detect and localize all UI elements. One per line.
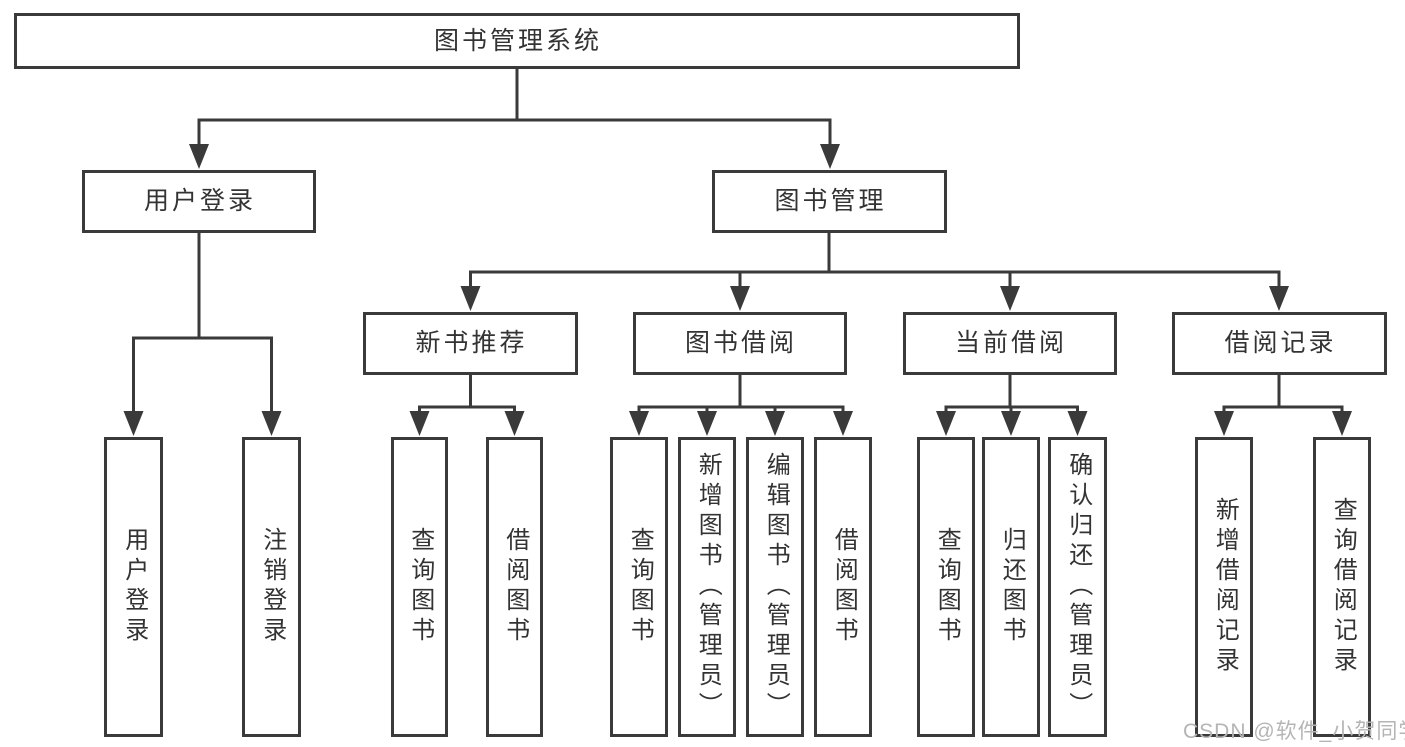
arrow-down-icon	[1067, 411, 1088, 436]
arrow-down-icon	[629, 411, 649, 436]
leaf-borrow-book-1: 借阅图书	[486, 437, 543, 737]
node-borrow-record-label: 借阅记录	[1224, 329, 1337, 357]
arrow-down-icon	[123, 411, 144, 436]
node-book-mgmt-label: 图书管理	[774, 187, 887, 215]
leaf-add-book-admin-label: 新增图书（管理员）	[694, 452, 722, 722]
leaf-return-book: 归还图书	[982, 437, 1040, 737]
leaf-edit-book-admin: 编辑图书（管理员）	[746, 437, 804, 737]
leaf-borrow-book-2: 借阅图书	[814, 437, 872, 737]
node-book-borrow: 图书借阅	[633, 312, 847, 375]
leaf-add-book-admin: 新增图书（管理员）	[678, 437, 736, 737]
leaf-borrow-book-2-label: 借阅图书	[830, 527, 858, 647]
arrow-down-icon	[1332, 411, 1352, 436]
arrow-down-icon	[1214, 411, 1234, 436]
leaf-user-login-label: 用户登录	[120, 527, 148, 647]
leaf-confirm-return-admin-label: 确认归还（管理员）	[1064, 452, 1092, 722]
leaf-query-book-1: 查询图书	[391, 437, 448, 737]
leaf-logout-label: 注销登录	[258, 527, 286, 647]
leaf-edit-book-admin-label: 编辑图书（管理员）	[762, 452, 790, 722]
leaf-query-book-2: 查询图书	[610, 437, 668, 737]
node-new-book-recommend-label: 新书推荐	[415, 329, 528, 357]
arrow-down-icon	[504, 411, 525, 436]
leaf-query-borrow-record-label: 查询借阅记录	[1329, 497, 1357, 677]
arrow-down-icon	[820, 144, 840, 169]
node-user-login-label: 用户登录	[143, 187, 256, 215]
leaf-query-book-3-label: 查询图书	[933, 527, 961, 647]
connector-new-book-to-leaves	[409, 375, 525, 436]
leaf-query-borrow-record: 查询借阅记录	[1313, 437, 1371, 737]
arrow-down-icon	[1000, 286, 1020, 311]
node-new-book-recommend: 新书推荐	[363, 312, 578, 375]
arrow-down-icon	[189, 144, 209, 169]
leaf-user-login: 用户登录	[104, 437, 163, 737]
node-borrow-record: 借阅记录	[1172, 312, 1387, 375]
csdn-watermark: CSDN @软件_小贺同学	[1183, 720, 1405, 743]
connector-current-borrow-to-leaves	[936, 375, 1088, 436]
leaf-confirm-return-admin: 确认归还（管理员）	[1048, 437, 1107, 737]
arrow-down-icon	[697, 411, 717, 436]
arrow-down-icon	[261, 411, 282, 436]
connector-borrow-record-to-leaves	[1214, 375, 1352, 436]
node-user-login: 用户登录	[82, 170, 316, 233]
arrow-down-icon	[1001, 411, 1021, 436]
leaf-query-book-2-label: 查询图书	[626, 527, 654, 647]
leaf-query-book-3: 查询图书	[917, 437, 975, 737]
node-root-label: 图书管理系统	[433, 26, 602, 55]
node-current-borrow-label: 当前借阅	[954, 329, 1067, 357]
arrow-down-icon	[460, 286, 481, 311]
node-book-borrow-label: 图书借阅	[684, 329, 797, 357]
leaf-return-book-label: 归还图书	[998, 527, 1026, 647]
connector-book-borrow-to-leaves	[629, 375, 853, 436]
node-root: 图书管理系统	[14, 13, 1020, 69]
arrow-down-icon	[409, 411, 430, 436]
connector-root-to-level2	[189, 69, 840, 169]
leaf-add-borrow-record-label: 新增借阅记录	[1211, 497, 1239, 677]
node-book-mgmt: 图书管理	[712, 170, 947, 233]
leaf-add-borrow-record: 新增借阅记录	[1195, 437, 1253, 737]
arrow-down-icon	[765, 411, 785, 436]
arrow-down-icon	[1269, 286, 1289, 311]
node-current-borrow: 当前借阅	[903, 312, 1117, 375]
arrow-down-icon	[936, 411, 956, 436]
leaf-borrow-book-1-label: 借阅图书	[501, 527, 529, 647]
connector-user-login-to-leaves	[123, 233, 282, 436]
leaf-query-book-1-label: 查询图书	[406, 527, 434, 647]
leaf-logout: 注销登录	[242, 437, 301, 737]
connector-book-mgmt-to-level3	[460, 233, 1289, 311]
arrow-down-icon	[833, 411, 853, 436]
arrow-down-icon	[730, 286, 750, 311]
